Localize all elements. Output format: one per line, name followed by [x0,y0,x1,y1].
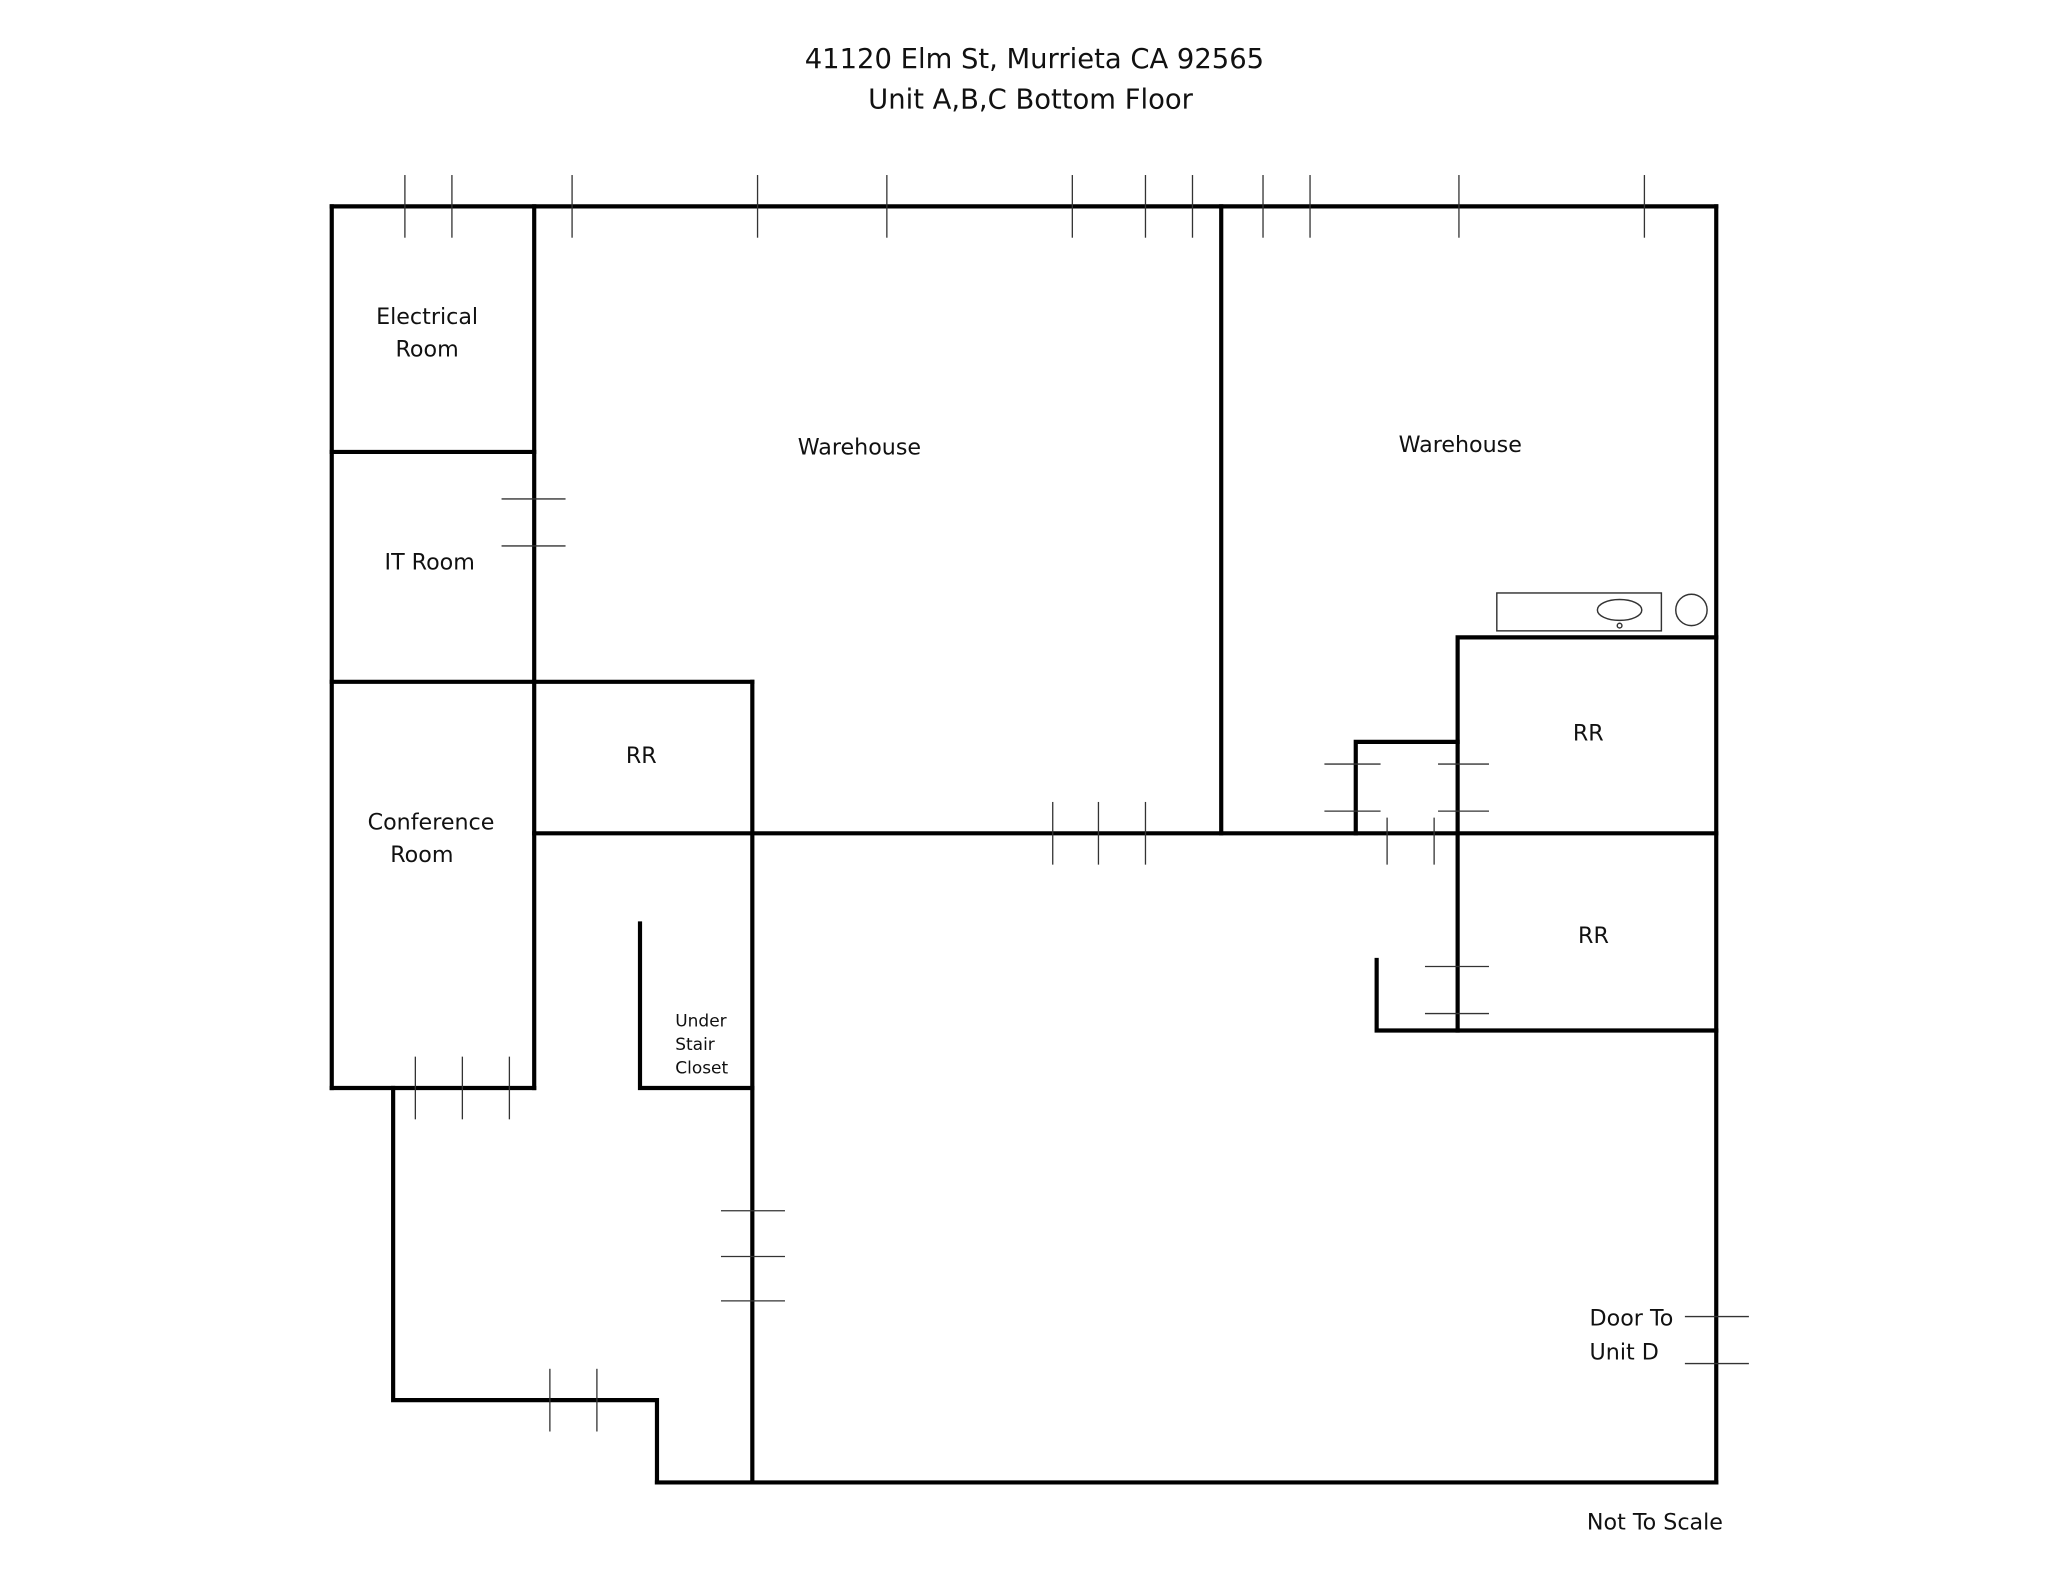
label-rr-right-top: RR [1573,721,1604,747]
door-window-markers [404,175,1749,1432]
label-warehouse-right: Warehouse [1399,432,1522,458]
label-closet-line3: Closet [675,1059,728,1079]
label-door-to-unit-d-line1: Door To [1590,1306,1674,1332]
label-conference-line2: Room [390,842,453,868]
label-door-to-unit-d-line2: Unit D [1590,1340,1659,1366]
title-floor: Unit A,B,C Bottom Floor [868,84,1193,115]
label-closet-line1: Under [675,1012,726,1032]
label-rr-right-bottom: RR [1578,923,1609,949]
label-conference-line1: Conference [368,809,495,835]
scale-note: Not To Scale [1587,1509,1723,1535]
outer-walls [329,204,1719,1485]
label-electrical-line2: Room [396,337,459,363]
label-warehouse-left: Warehouse [798,435,921,461]
label-rr-left: RR [626,743,657,769]
label-electrical-line1: Electrical [376,304,478,330]
water-heater-icon [1675,593,1708,627]
title-address: 41120 Elm St, Murrieta CA 92565 [805,44,1264,75]
label-it-room: IT Room [385,549,475,575]
label-closet-line2: Stair [675,1035,715,1055]
interior-walls [329,204,1719,1485]
sink-counter-fixture [1496,592,1663,632]
